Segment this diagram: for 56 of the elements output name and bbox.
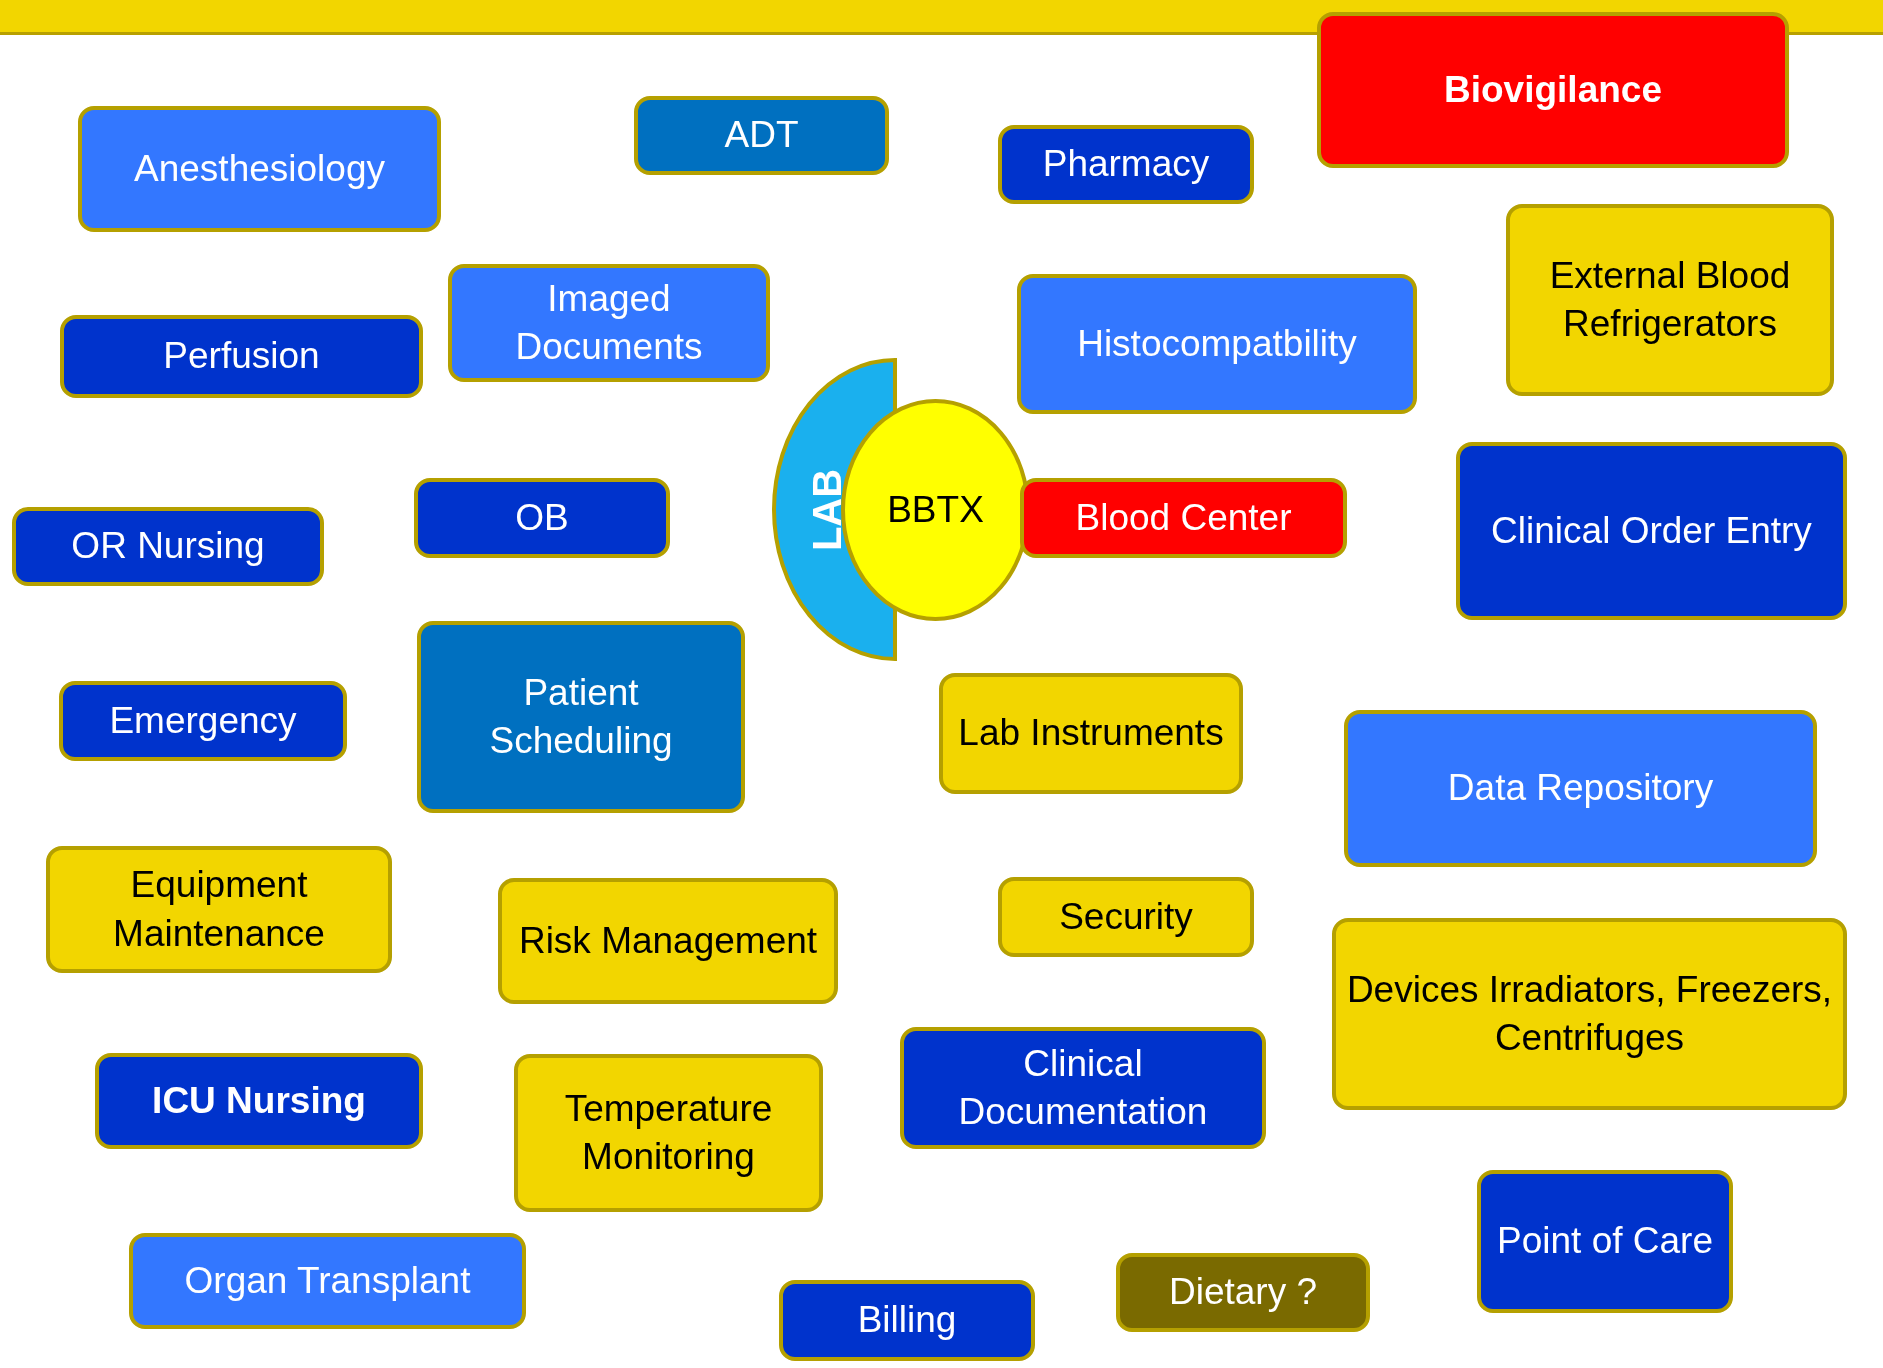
system-box <box>1017 274 1417 414</box>
node-label: Biovigilance <box>1444 67 1662 112</box>
node-label: Lab Instruments <box>958 711 1224 756</box>
system-box <box>998 125 1254 204</box>
system-box <box>1506 204 1834 396</box>
node-label: Imaged Documents <box>514 276 704 369</box>
system-box <box>1116 1253 1370 1332</box>
node-label: Patient Scheduling <box>488 670 674 763</box>
system-box <box>59 681 347 761</box>
system-box <box>1332 918 1847 1110</box>
system-box <box>129 1233 526 1329</box>
node-label: Temperature Monitoring <box>563 1086 774 1179</box>
system-box <box>1456 442 1847 620</box>
node-label: OR Nursing <box>71 524 265 569</box>
node-label: Perfusion <box>163 334 320 379</box>
node-label: Anesthesiology <box>134 146 385 191</box>
system-box <box>998 877 1254 957</box>
system-box <box>78 106 441 232</box>
system-box <box>1020 478 1347 558</box>
node-label: Dietary ? <box>1168 1270 1318 1315</box>
node-label: ICU Nursing <box>152 1078 366 1123</box>
system-box <box>46 846 392 973</box>
system-box <box>900 1027 1266 1149</box>
system-box <box>95 1053 423 1149</box>
node-label: Pharmacy <box>1042 142 1210 187</box>
node-label: Point of Care <box>1497 1219 1713 1264</box>
system-box <box>779 1280 1035 1361</box>
system-box <box>498 878 838 1004</box>
system-box <box>448 264 770 382</box>
node-label: Blood Center <box>1075 495 1292 540</box>
system-box <box>1344 710 1817 867</box>
system-box <box>634 96 889 175</box>
system-box <box>1317 12 1789 168</box>
node-label: ADT <box>724 113 799 158</box>
node-label: External Blood Refrigerators <box>1548 253 1792 346</box>
node-label: Organ Transplant <box>184 1258 471 1303</box>
system-box <box>12 507 324 586</box>
node-label: Security <box>1059 894 1193 939</box>
rotated-label: LAB <box>804 468 851 551</box>
node-label: Emergency <box>109 698 297 743</box>
system-box <box>60 315 423 398</box>
system-box <box>514 1054 823 1212</box>
node-label: Devices Irradiators, Freezers, Centrifuges <box>1346 967 1833 1060</box>
node-label: BBTX <box>887 487 984 532</box>
node-label: Clinical Order Entry <box>1491 508 1812 553</box>
node-label: Histocompatbility <box>1077 321 1357 366</box>
node-label: Clinical Documentation <box>957 1041 1209 1134</box>
system-box <box>417 621 745 813</box>
node-label: OB <box>515 495 569 540</box>
node-label: Equipment Maintenance <box>112 863 326 956</box>
node-label: Billing <box>857 1298 957 1343</box>
node-label: Risk Management <box>518 918 818 963</box>
system-box <box>939 673 1243 794</box>
node-label: Data Repository <box>1447 766 1714 811</box>
system-box <box>414 478 670 558</box>
system-box <box>1477 1170 1733 1313</box>
